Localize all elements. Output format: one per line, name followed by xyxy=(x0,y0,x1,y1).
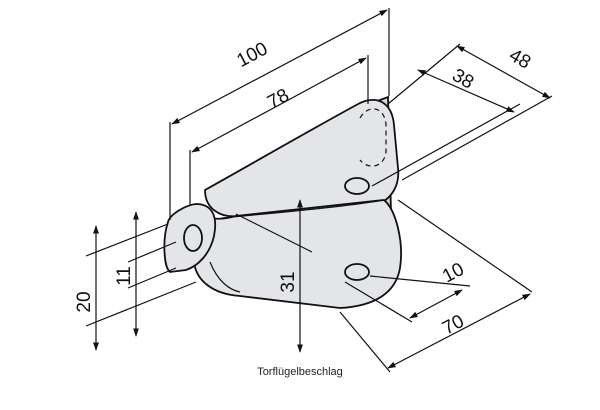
label-38: 38 xyxy=(448,65,477,94)
bottom-hole xyxy=(344,263,370,281)
caption: Torflügelbeschlag xyxy=(257,366,343,378)
dimension-20 xyxy=(85,223,197,351)
dimension-70 xyxy=(339,199,533,373)
dimension-10 xyxy=(344,275,471,323)
label-78: 78 xyxy=(264,85,293,113)
label-70: 70 xyxy=(439,311,468,339)
label-20: 20 xyxy=(74,291,95,312)
label-31: 31 xyxy=(278,271,299,292)
dimension-31 xyxy=(235,199,313,353)
dimension-38 xyxy=(371,69,521,187)
side-lug xyxy=(163,203,217,273)
label-100: 100 xyxy=(233,38,271,71)
top-hole xyxy=(344,177,370,195)
fold-line-front xyxy=(209,261,241,293)
dimension-11 xyxy=(127,211,177,337)
label-11: 11 xyxy=(114,266,135,286)
fold-line-top xyxy=(221,199,385,219)
top-flange xyxy=(204,99,400,218)
label-48: 48 xyxy=(505,45,534,74)
lug-hole xyxy=(183,224,203,252)
dimension-78 xyxy=(189,55,369,205)
